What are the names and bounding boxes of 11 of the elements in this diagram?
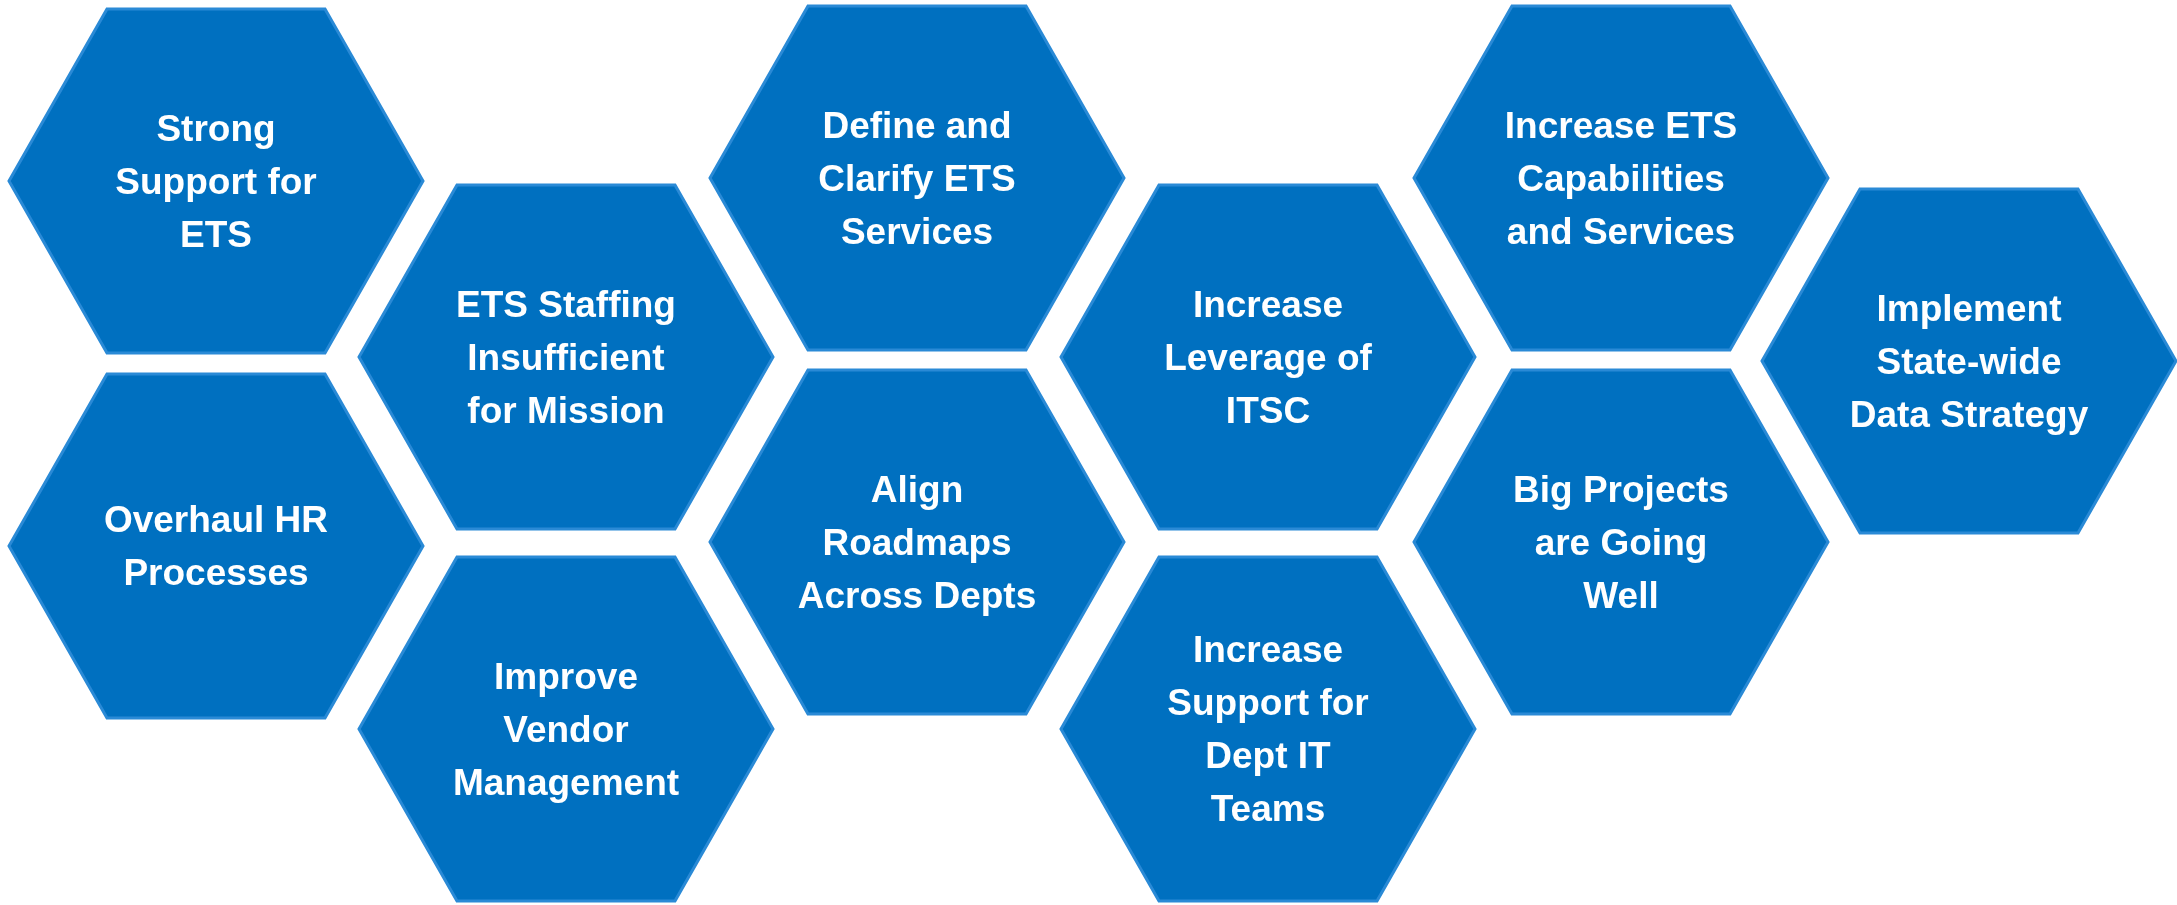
hexagon-label: Big Projects are Going Well: [1512, 467, 1730, 618]
hexagon-label: Overhaul HR Processes: [102, 498, 330, 595]
hexagon-label: Improve Vendor Management: [451, 654, 681, 805]
hexagon-label: Strong Support for ETS: [114, 106, 318, 257]
hexagon-label: Define and Clarify ETS Services: [817, 103, 1017, 254]
hexagon-label: ETS Staffing Insufficient for Mission: [455, 282, 677, 433]
hexagon-label: Align Roadmaps Across Depts: [796, 467, 1038, 618]
hexagon-label: Increase Support for Dept IT Teams: [1166, 628, 1370, 831]
hexagon-label: Increase ETS Capabilities and Services: [1503, 103, 1739, 254]
hexagon-label: Implement State-wide Data Strategy: [1848, 286, 2090, 437]
hexagon-label: Increase Leverage of ITSC: [1163, 282, 1373, 433]
